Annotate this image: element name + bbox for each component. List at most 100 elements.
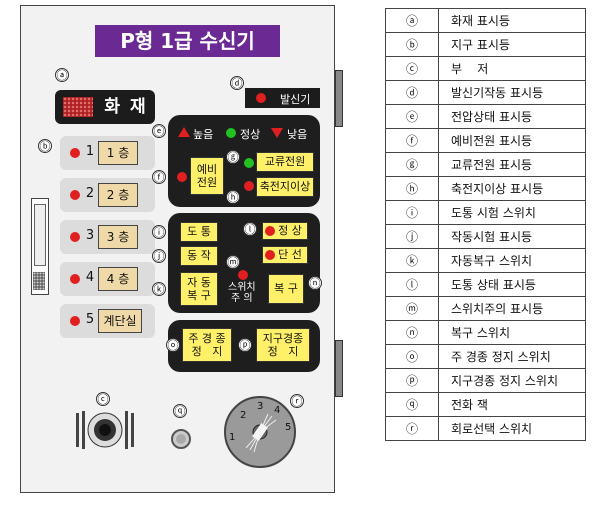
- dial-number-3: 3: [257, 401, 264, 412]
- voltage-high-lamp: [178, 127, 190, 137]
- floor-label-2: 2 층: [98, 183, 138, 207]
- floor-lamp-2: [70, 190, 80, 200]
- voltage-normal-label: 정상: [240, 128, 261, 141]
- reset-switch[interactable]: 복 구: [268, 274, 304, 304]
- voltage-high-label: 높음: [193, 128, 214, 141]
- transmitter-label: 발신기: [280, 93, 311, 106]
- legend-desc: 지구 표시등: [438, 32, 586, 57]
- legend-desc: 작동시험 표시등: [438, 224, 586, 249]
- marker-p: ⓟ: [238, 338, 252, 352]
- floor-lamp-5: [70, 316, 80, 326]
- marker-a: ⓐ: [55, 68, 69, 82]
- normal-status-lamp: [265, 226, 275, 236]
- floor-num-4: 4: [85, 270, 95, 285]
- spare-power-label: 예비 전원: [190, 157, 224, 195]
- disconnect-status-lamp: [265, 250, 275, 260]
- dial-number-4: 4: [274, 405, 281, 416]
- floor-lamp-3: [70, 232, 80, 242]
- legend-desc: 회로선택 스위치: [438, 416, 586, 441]
- switch-caution-lamp: [238, 270, 248, 280]
- legend-desc: 복구 스위치: [438, 320, 586, 345]
- marker-o: ⓞ: [166, 338, 180, 352]
- dial-number-5: 5: [285, 422, 292, 433]
- marker-r: ⓡ: [290, 394, 304, 408]
- legend-desc: 화재 표시등: [438, 8, 586, 33]
- legend-desc: 부 저: [438, 56, 586, 81]
- voltage-low-label: 낮음: [287, 128, 308, 141]
- fire-lamp: [63, 97, 93, 117]
- fire-label: 화 재: [104, 97, 148, 117]
- floor-num-2: 2: [85, 186, 95, 201]
- dial-number-1: 1: [229, 432, 236, 443]
- legend-key: ⓐ: [385, 8, 439, 33]
- switch-caution-label: 스위치 주 의: [228, 282, 256, 304]
- floor-num-1: 1: [85, 144, 95, 159]
- side-slot-grille: [33, 272, 45, 290]
- voltage-low-lamp: [271, 128, 283, 138]
- circuit-select-dial[interactable]: [222, 394, 298, 470]
- operation-test-switch[interactable]: 동 작: [180, 246, 218, 266]
- legend-desc: 지구경종 정지 스위치: [438, 368, 586, 393]
- legend-desc: 축전지이상 표시등: [438, 176, 586, 201]
- floor-label-1: 1 층: [98, 141, 138, 165]
- legend-key: ⓗ: [385, 176, 439, 201]
- legend-key: ⓓ: [385, 80, 439, 105]
- legend-key: ⓚ: [385, 248, 439, 273]
- legend-desc: 자동복구 스위치: [438, 248, 586, 273]
- legend-key: ⓑ: [385, 32, 439, 57]
- voltage-normal-lamp: [226, 128, 236, 138]
- legend-key: ⓔ: [385, 104, 439, 129]
- transmitter-lamp: [256, 93, 266, 103]
- buzzer: [76, 411, 134, 449]
- legend-key: ⓙ: [385, 224, 439, 249]
- marker-g: ⓖ: [226, 150, 240, 164]
- battery-fault-lamp: [244, 181, 254, 191]
- legend-desc: 도통 시험 스위치: [438, 200, 586, 225]
- marker-i: ⓘ: [152, 225, 166, 239]
- legend-key: ⓜ: [385, 296, 439, 321]
- legend-key: ⓞ: [385, 344, 439, 369]
- legend-desc: 스위치주의 표시등: [438, 296, 586, 321]
- marker-f: ⓕ: [152, 170, 166, 184]
- legend-key: ⓒ: [385, 56, 439, 81]
- legend-key: ⓠ: [385, 392, 439, 417]
- floor-lamp-1: [70, 148, 80, 158]
- zone-bell-stop-switch[interactable]: 지구경종 정 지: [256, 328, 310, 362]
- marker-m: ⓜ: [226, 255, 240, 269]
- legend-desc: 도통 상태 표시등: [438, 272, 586, 297]
- floor-num-5: 5: [85, 312, 95, 327]
- marker-e: ⓔ: [152, 124, 166, 138]
- floor-num-3: 3: [85, 228, 95, 243]
- marker-b: ⓑ: [38, 139, 52, 153]
- ac-power-label: 교류전원: [256, 152, 314, 172]
- legend-desc: 교류전원 표시등: [438, 152, 586, 177]
- main-bell-stop-switch[interactable]: 주 경 종 정 지: [182, 328, 232, 362]
- floor-lamp-4: [70, 274, 80, 284]
- legend-key: ⓡ: [385, 416, 439, 441]
- legend-desc: 예비전원 표시등: [438, 128, 586, 153]
- floor-label-4: 4 층: [98, 267, 138, 291]
- legend-desc: 전압상태 표시등: [438, 104, 586, 129]
- floor-label-3: 3 층: [98, 225, 138, 249]
- battery-fault-label: 축전지이상: [256, 177, 314, 197]
- phone-jack[interactable]: [170, 428, 192, 450]
- auto-reset-switch[interactable]: 자 동 복 구: [180, 272, 218, 306]
- legend-key: ⓖ: [385, 152, 439, 177]
- conduction-test-switch[interactable]: 도 통: [180, 222, 218, 242]
- side-slot-window: [34, 204, 46, 266]
- marker-j: ⓙ: [152, 249, 166, 263]
- legend-key: ⓘ: [385, 200, 439, 225]
